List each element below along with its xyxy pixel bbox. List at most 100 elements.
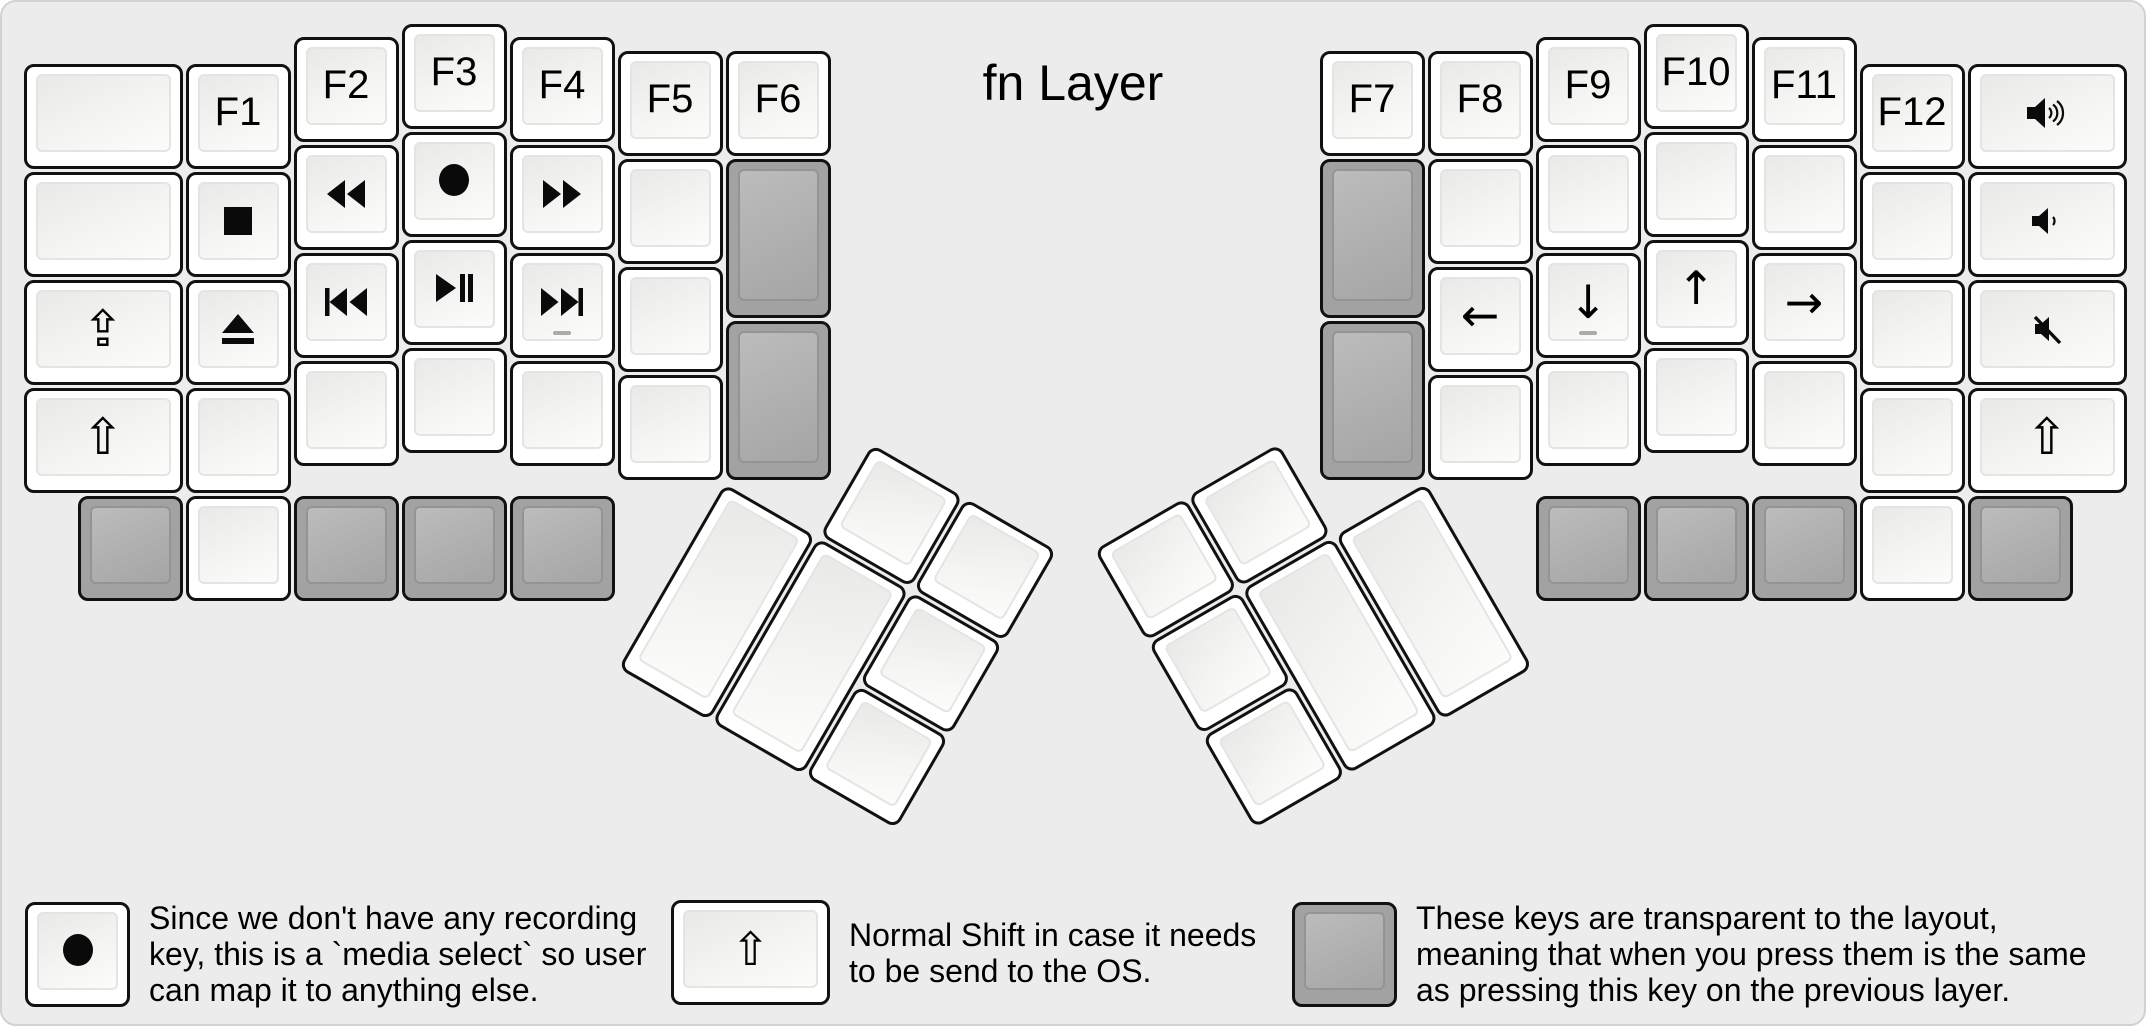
key-f4-cap xyxy=(521,47,603,125)
key-arrow-left-label: ← xyxy=(1460,288,1500,342)
key-transparent-left-bottom-3 xyxy=(401,496,507,601)
key-f2-cap xyxy=(305,47,387,125)
key-f10-label: F10 xyxy=(1661,49,1731,94)
key-rewind-cap xyxy=(305,155,387,233)
key-stop xyxy=(185,172,291,277)
key-transparent-left-inner-bottom xyxy=(725,320,831,480)
record-icon xyxy=(405,135,504,226)
key-blank-left-r1c0-cap xyxy=(35,182,171,260)
key-f8: F8 xyxy=(1427,50,1533,156)
key-blank-left-r3c5-cap xyxy=(629,384,711,463)
key-blank-right-r3c17 xyxy=(1859,388,1965,493)
key-f5-label: F5 xyxy=(646,76,694,121)
key-transparent-right-inner-top xyxy=(1319,158,1425,318)
key-blank-right-r1c17 xyxy=(1859,172,1965,277)
legend-key-transparent xyxy=(1292,901,1397,1007)
key-blank-left-r3c4 xyxy=(509,361,615,466)
key-f6-cap xyxy=(737,60,819,139)
key-transparent-left-bottom-4-cap xyxy=(521,506,603,584)
key-arrow-left-cap xyxy=(1439,276,1521,355)
key-arrow-right: → xyxy=(1751,253,1857,358)
key-mute xyxy=(1967,280,2127,385)
key-blank-left-r0c0-cap xyxy=(35,74,171,152)
key-transparent-left-bottom-2-cap xyxy=(305,506,387,584)
key-transparent-left-inner-top xyxy=(725,158,831,318)
key-transparent-right-bottom-18-cap xyxy=(1979,506,2061,584)
key-transparent-right-bottom-14-cap xyxy=(1547,506,1629,584)
key-f12-label: F12 xyxy=(1877,90,1947,134)
record-icon xyxy=(28,905,127,996)
key-f2-label: F2 xyxy=(322,63,370,107)
key-shift-right-label: ⇧ xyxy=(2026,407,2068,466)
key-shift-right: ⇧ xyxy=(1967,388,2127,493)
key-blank-left-r3c5 xyxy=(617,374,723,480)
homing-bar xyxy=(553,331,571,335)
key-f12-cap xyxy=(1871,74,1953,152)
key-blank-left-r1c0 xyxy=(23,172,183,277)
key-transparent-right-inner-bottom-cap xyxy=(1331,330,1413,463)
key-volume-down xyxy=(1967,172,2127,277)
key-blank-right-r1c15-cap xyxy=(1655,141,1737,220)
key-transparent-right-bottom-16 xyxy=(1751,496,1857,601)
key-f4: F4 xyxy=(509,37,615,142)
key-blank-left-r1c5 xyxy=(617,158,723,264)
key-transparent-right-inner-bottom xyxy=(1319,320,1425,480)
key-transparent-left-inner-top-cap xyxy=(737,168,819,301)
key-f1-label: F1 xyxy=(214,90,262,134)
key-transparent-left-bottom-0 xyxy=(77,496,183,601)
key-arrow-right-label: → xyxy=(1784,274,1824,329)
key-f12: F12 xyxy=(1859,64,1965,169)
key-transparent-right-inner-top-cap xyxy=(1331,168,1413,301)
legend-key-shift-cap xyxy=(683,910,818,988)
key-f3-cap xyxy=(413,33,495,112)
key-f1-cap xyxy=(197,74,279,152)
key-blank-left-r3c2-cap xyxy=(305,371,387,449)
mute-icon xyxy=(1971,283,2124,374)
key-arrow-down-cap xyxy=(1547,263,1629,341)
key-transparent-right-bottom-14 xyxy=(1535,496,1641,601)
key-blank-left-r2c5-cap xyxy=(629,276,711,355)
next-track-icon xyxy=(513,256,612,347)
key-arrow-down-label: ↓ xyxy=(1568,274,1608,329)
key-f10-cap xyxy=(1655,33,1737,112)
key-fast-forward-cap xyxy=(521,155,603,233)
key-blank-right-r3c15-cap xyxy=(1655,357,1737,436)
key-caps-lock-cap xyxy=(35,290,171,368)
key-blank-right-r3c14-cap xyxy=(1547,371,1629,449)
volume-up-icon xyxy=(1971,67,2124,158)
key-blank-right-r3c15 xyxy=(1643,347,1749,453)
volume-down-icon xyxy=(1971,175,2124,266)
key-blank-right-r1c13 xyxy=(1427,158,1533,264)
key-f9: F9 xyxy=(1535,37,1641,142)
key-shift-left-label: ⇧ xyxy=(82,407,124,466)
key-blank-right-r2c17-cap xyxy=(1871,290,1953,368)
layer-title: fn Layer xyxy=(982,55,1164,111)
key-transparent-left-bottom-2 xyxy=(293,496,399,601)
key-f4-label: F4 xyxy=(538,63,586,107)
key-blank-left-bottom-1-cap xyxy=(197,506,279,584)
key-f10: F10 xyxy=(1643,23,1749,129)
key-f5: F5 xyxy=(617,50,723,156)
fast-forward-icon xyxy=(513,148,612,239)
key-blank-right-r3c16 xyxy=(1751,361,1857,466)
key-f3-label: F3 xyxy=(430,49,478,94)
key-f2: F2 xyxy=(293,37,399,142)
legend-key-media-select xyxy=(25,901,130,1007)
key-f6-label: F6 xyxy=(754,76,802,121)
key-f7-label: F7 xyxy=(1348,76,1396,121)
key-transparent-right-bottom-16-cap xyxy=(1763,506,1845,584)
play-pause-icon xyxy=(405,243,504,334)
key-blank-left-r1c5-cap xyxy=(629,168,711,247)
key-arrow-down: ↓ xyxy=(1535,253,1641,358)
key-f6: F6 xyxy=(725,50,831,156)
key-blank-left-r3c4-cap xyxy=(521,371,603,449)
key-blank-left-r3c3 xyxy=(401,347,507,453)
key-blank-left-r3c1 xyxy=(185,388,291,493)
key-caps-lock: ⇪ xyxy=(23,280,183,385)
stop-icon xyxy=(189,175,288,266)
key-transparent-left-bottom-3-cap xyxy=(413,506,495,584)
